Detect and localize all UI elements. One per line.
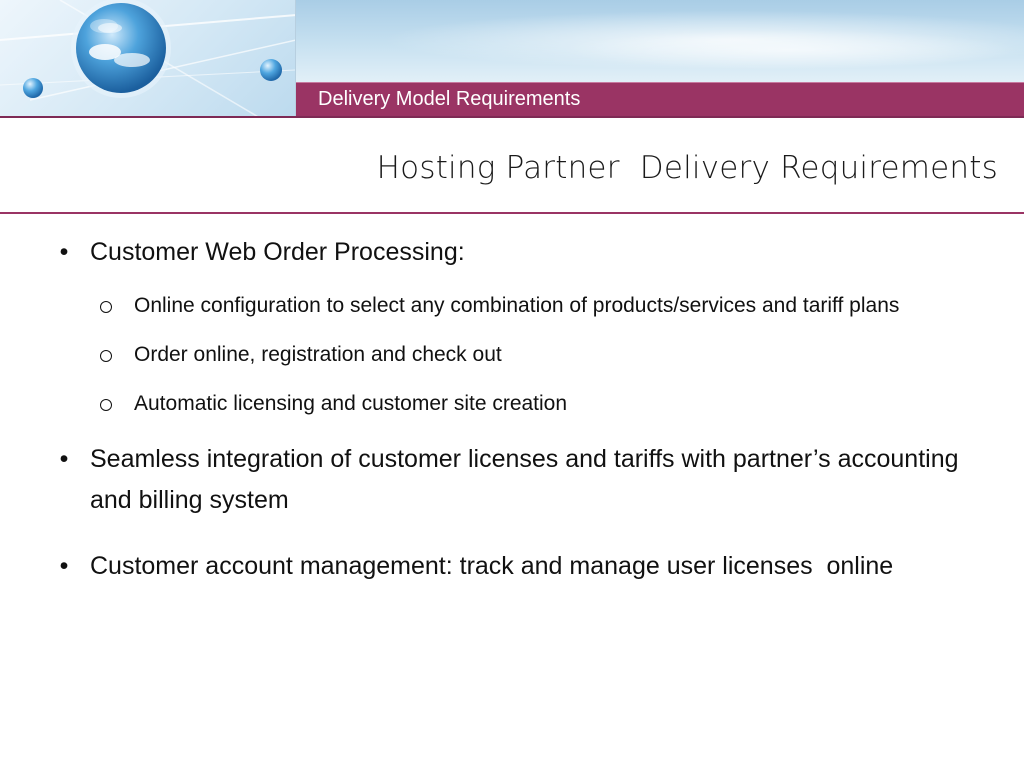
bullet-item: • Seamless integration of customer licen… [54,439,994,521]
sub-bullet-item: Online configuration to select any combi… [100,289,994,323]
bullet-text: Customer account management: track and m… [90,552,894,580]
header-divider [0,116,1024,118]
bullet-item: • Customer Web Order Processing: [54,232,994,273]
sub-bullet-item: Order online, registration and check out [100,338,994,372]
sub-bullet-text: Automatic licensing and customer site cr… [134,392,568,415]
hollow-circle-bullet-icon [100,399,112,411]
sub-bullet-item: Automatic licensing and customer site cr… [100,387,994,421]
section-title: Delivery Model Requirements [318,88,581,110]
sky-haze-secondary [560,30,1020,70]
bullet-item: • Customer account management: track and… [54,546,994,587]
sub-bullet-text: Order online, registration and check out [134,343,502,366]
hollow-circle-bullet-icon [100,301,112,313]
sub-bullet-list: Online configuration to select any combi… [100,289,994,421]
bullet-icon: • [59,552,69,580]
slide-title: Hosting Partner Delivery Requirements [376,150,998,186]
bullet-icon: • [59,238,69,266]
hollow-circle-bullet-icon [100,350,112,362]
bullet-text: Seamless integration of customer license… [90,445,959,514]
globe-logo-icon [0,0,295,118]
section-title-bar: Delivery Model Requirements [296,82,1024,116]
bullet-icon: • [59,445,69,473]
logo-panel [0,0,296,118]
bullet-text: Customer Web Order Processing: [90,238,465,266]
sub-bullet-text: Online configuration to select any combi… [134,294,900,317]
slide-body: • Customer Web Order Processing: Online … [54,232,994,587]
title-underline [0,212,1024,214]
